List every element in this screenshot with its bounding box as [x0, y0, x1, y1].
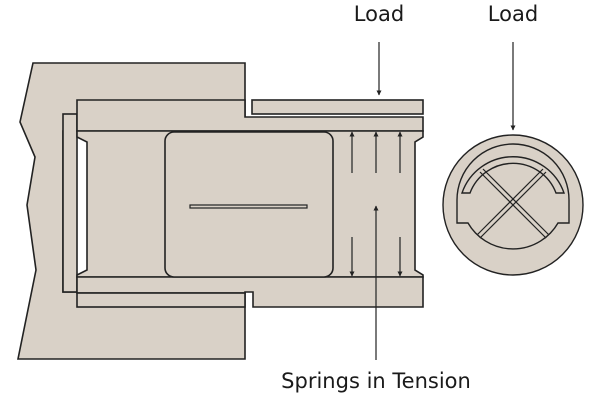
- back-plate: [62, 113, 78, 293]
- load-label-right: Load: [487, 2, 539, 26]
- springs-label: Springs in Tension: [281, 369, 471, 393]
- upper-plate: [251, 99, 424, 115]
- slot: [189, 204, 308, 209]
- lower-plate: [76, 292, 246, 308]
- load-label-left: Load: [353, 2, 405, 26]
- cross-section: [442, 134, 584, 276]
